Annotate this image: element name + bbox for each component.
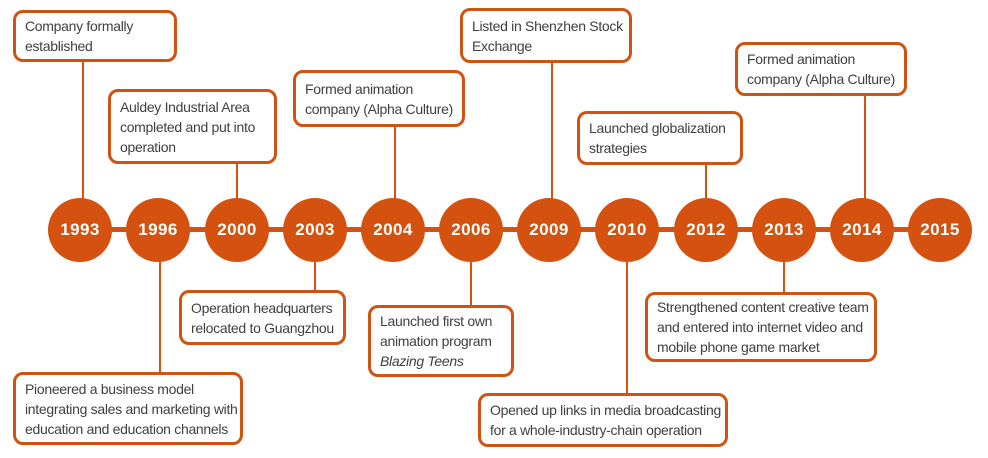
year-label-2015: 2015 — [920, 220, 960, 239]
connector-2010 — [626, 260, 628, 393]
event-text-2003: Operation headquarters relocated to Guan… — [191, 299, 334, 336]
event-text-1996: Pioneered a business model integrating s… — [25, 380, 238, 437]
connector-2000 — [236, 163, 238, 200]
year-label-2012: 2012 — [686, 220, 726, 239]
year-node-2000: 2000 — [205, 198, 269, 262]
year-label-2006: 2006 — [451, 220, 491, 239]
year-node-1993: 1993 — [48, 198, 112, 262]
connector-2009 — [551, 62, 553, 200]
event-box-1993: Company formally established — [13, 10, 177, 62]
event-text-2006: Launched first own animation program — [380, 313, 493, 349]
connector-1996 — [159, 260, 161, 372]
event-text-1993: Company formally established — [25, 18, 134, 54]
event-text-2012: Launched globalization strategies — [589, 120, 726, 156]
event-box-2003: Operation headquarters relocated to Guan… — [179, 290, 346, 345]
year-label-1993: 1993 — [60, 220, 100, 239]
event-text-2014: Formed animation company (Alpha Culture) — [747, 51, 895, 87]
year-node-2009: 2009 — [517, 198, 581, 262]
year-label-2014: 2014 — [842, 220, 882, 239]
connector-2013 — [783, 260, 785, 292]
timeline-axis-line — [80, 227, 940, 232]
event-box-2010: Opened up links in media broadcasting fo… — [478, 393, 728, 447]
event-box-2009: Listed in Shenzhen Stock Exchange — [460, 8, 632, 63]
connector-2004 — [394, 126, 396, 200]
event-box-2014: Formed animation company (Alpha Culture) — [735, 42, 907, 96]
year-node-2010: 2010 — [595, 198, 659, 262]
year-label-2004: 2004 — [373, 220, 413, 239]
event-box-2004: Formed animation company (Alpha Culture) — [293, 70, 465, 127]
event-text-2010: Opened up links in media broadcasting fo… — [490, 402, 721, 438]
year-node-2006: 2006 — [439, 198, 503, 262]
year-node-2012: 2012 — [674, 198, 738, 262]
year-label-2010: 2010 — [607, 220, 647, 239]
event-box-2006: Launched first own animation program Bla… — [368, 305, 514, 377]
year-node-2014: 2014 — [830, 198, 894, 262]
event-box-2012: Launched globalization strategies — [577, 111, 743, 165]
event-text-2004: Formed animation company (Alpha Culture) — [305, 80, 453, 117]
event-text-2013: Strengthened content creative team and e… — [657, 299, 869, 355]
year-label-2003: 2003 — [295, 220, 335, 239]
year-node-2004: 2004 — [361, 198, 425, 262]
event-box-2000: Auldey Industrial Area completed and put… — [108, 89, 277, 164]
event-text-2009: Listed in Shenzhen Stock Exchange — [472, 17, 623, 54]
year-label-2013: 2013 — [764, 220, 804, 239]
event-box-1996: Pioneered a business model integrating s… — [13, 372, 243, 445]
year-label-2009: 2009 — [529, 220, 569, 239]
event-box-2013: Strengthened content creative team and e… — [645, 292, 877, 362]
year-node-1996: 1996 — [126, 198, 190, 262]
year-label-1996: 1996 — [138, 220, 178, 239]
connector-2003 — [314, 260, 316, 290]
year-node-2003: 2003 — [283, 198, 347, 262]
year-node-2015: 2015 — [908, 198, 972, 262]
year-label-2000: 2000 — [217, 220, 257, 239]
event-text-2006-program-title: Blazing Teens — [380, 353, 464, 369]
year-node-2013: 2013 — [752, 198, 816, 262]
connector-1993 — [82, 62, 84, 200]
connector-2012 — [705, 164, 707, 200]
connector-2014 — [864, 95, 866, 200]
event-text-2000: Auldey Industrial Area completed and put… — [120, 98, 256, 155]
connector-2006 — [470, 260, 472, 305]
